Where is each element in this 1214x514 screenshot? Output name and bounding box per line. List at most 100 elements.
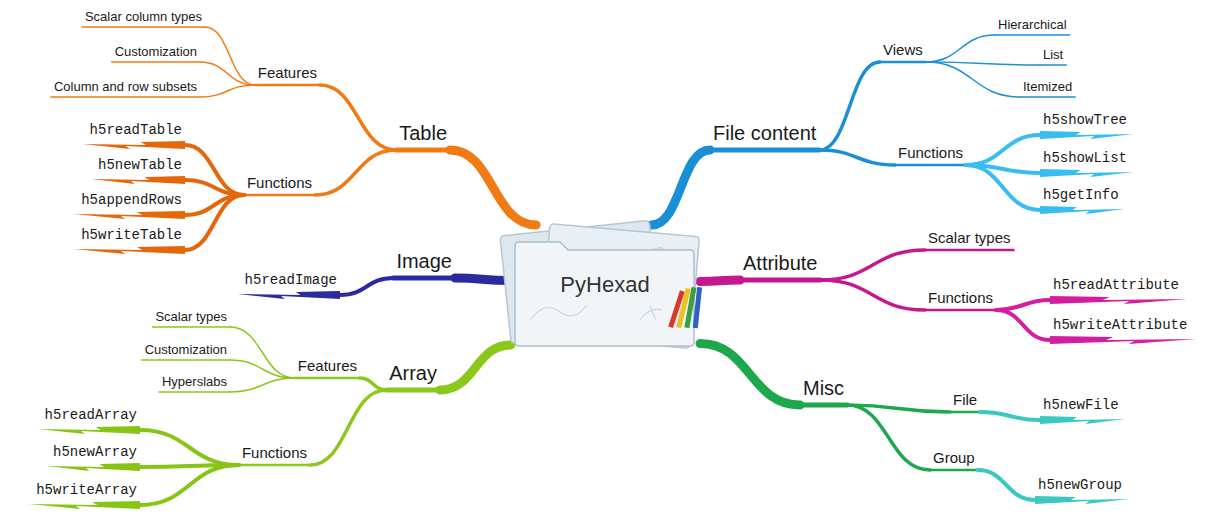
- branch-underline: [393, 276, 455, 281]
- lightning-bolt: [83, 141, 185, 149]
- mind-map-branch: [700, 343, 847, 405]
- branch-curve: [230, 327, 295, 378]
- branch-underline: [800, 403, 847, 408]
- function-bolt-branch: [91, 176, 244, 195]
- mind-map-branch: [700, 280, 820, 281]
- branch-curve: [140, 430, 239, 465]
- node-text: h5readAttribute: [1053, 277, 1179, 293]
- branch-curve: [455, 278, 510, 281]
- node-text: File content: [713, 122, 816, 144]
- branch-curve: [230, 378, 295, 392]
- node-text: Functions: [898, 144, 963, 161]
- mind-map-branch: [652, 150, 820, 225]
- pencil: [693, 287, 702, 328]
- mind-map-branch: [820, 280, 996, 310]
- lightning-bolt: [1040, 416, 1125, 424]
- function-bolt-branch: [980, 412, 1125, 424]
- branch-underline: [239, 464, 310, 467]
- mind-map-branch: [386, 345, 511, 390]
- mind-map-branch: [847, 405, 978, 470]
- node-text: Functions: [247, 174, 312, 191]
- lightning-bolt: [1040, 206, 1125, 214]
- node-text: h5readTable: [90, 122, 182, 138]
- branch-underline: [142, 359, 230, 361]
- branch-underline: [895, 164, 966, 167]
- function-bolt: h5readArray: [42, 407, 140, 424]
- sub-branch-label: Group: [930, 449, 978, 467]
- node-text: Features: [258, 64, 317, 81]
- branch-curve: [847, 405, 930, 470]
- node-text: Customization: [145, 342, 227, 357]
- mind-map-branch: [295, 378, 386, 390]
- mind-map-branch: [820, 250, 1013, 280]
- branch-curve: [996, 300, 1050, 310]
- node-text: Hierarchical: [998, 17, 1067, 32]
- leaf-label: Scalar column types: [82, 9, 205, 25]
- function-bolt: h5writeTable: [78, 227, 185, 244]
- function-bolt-branch: [996, 310, 1196, 344]
- main-branch-label: Misc: [800, 376, 847, 400]
- branch-underline: [244, 194, 315, 197]
- branch-curve: [200, 62, 255, 85]
- branch-underline: [152, 326, 230, 328]
- branch-curve: [185, 195, 244, 250]
- node-text: Scalar types: [928, 229, 1011, 246]
- function-bolt: h5writeAttribute: [1050, 317, 1190, 334]
- branch-curve: [185, 180, 244, 195]
- branch-curve: [820, 250, 925, 280]
- main-branch-label: Table: [396, 121, 450, 145]
- lightning-bolt: [1050, 336, 1196, 344]
- leaf-label: Hierarchical: [995, 17, 1070, 33]
- branch-curve: [819, 62, 880, 150]
- node-text: Customization: [115, 44, 197, 59]
- branch-curve: [320, 85, 396, 150]
- function-bolt: h5readImage: [242, 272, 340, 289]
- node-text: Hyperslabs: [162, 374, 227, 389]
- branch-curve: [820, 280, 925, 310]
- mind-map-branch: [82, 27, 255, 85]
- lightning-bolt: [1035, 496, 1129, 504]
- mind-map-branch: [255, 85, 396, 150]
- lightning-bolt: [74, 246, 185, 254]
- branch-underline: [950, 411, 980, 414]
- function-bolt: h5readAttribute: [1050, 277, 1182, 294]
- branch-curve: [230, 360, 295, 378]
- sub-branch-label: Scalar types: [925, 229, 1014, 247]
- branch-underline: [710, 148, 819, 153]
- sub-branch-label: File: [950, 391, 980, 409]
- leaf-label: Column and row subsets: [51, 79, 200, 95]
- mind-map-branch: [926, 35, 1070, 62]
- lightning-bolt: [38, 426, 140, 434]
- branch-curve: [819, 150, 895, 165]
- folder-sketch: [640, 306, 662, 320]
- branch-curve: [200, 85, 255, 97]
- folder-stack: [500, 220, 700, 348]
- mind-map-branch: [393, 278, 510, 281]
- node-text: h5newGroup: [1038, 477, 1122, 493]
- node-text: h5readArray: [45, 407, 137, 423]
- branch-underline: [112, 61, 200, 63]
- function-bolt-branch: [29, 465, 239, 509]
- node-text: File: [953, 391, 977, 408]
- lightning-bolt: [74, 211, 185, 219]
- function-bolt-branch: [966, 165, 1125, 214]
- function-bolt: h5writeArray: [33, 482, 140, 499]
- folder-sketch: [530, 306, 586, 320]
- node-text: h5appendRows: [81, 192, 182, 208]
- sub-branch-label: Functions: [925, 289, 996, 307]
- node-text: Image: [396, 250, 452, 272]
- mind-map-branch: [244, 150, 396, 195]
- node-text: Attribute: [743, 252, 817, 274]
- main-branch-label: Image: [393, 249, 455, 273]
- lightning-bolt: [29, 501, 140, 509]
- branch-underline: [51, 96, 200, 98]
- branch-curve: [978, 470, 1035, 500]
- function-bolt-branch: [83, 141, 244, 195]
- sub-branch-label: Features: [295, 357, 360, 375]
- sub-branch-label: Views: [880, 41, 926, 59]
- mind-map-branch: [819, 62, 925, 150]
- node-text: h5getInfo: [1043, 187, 1119, 203]
- mind-map-branch: [239, 390, 386, 465]
